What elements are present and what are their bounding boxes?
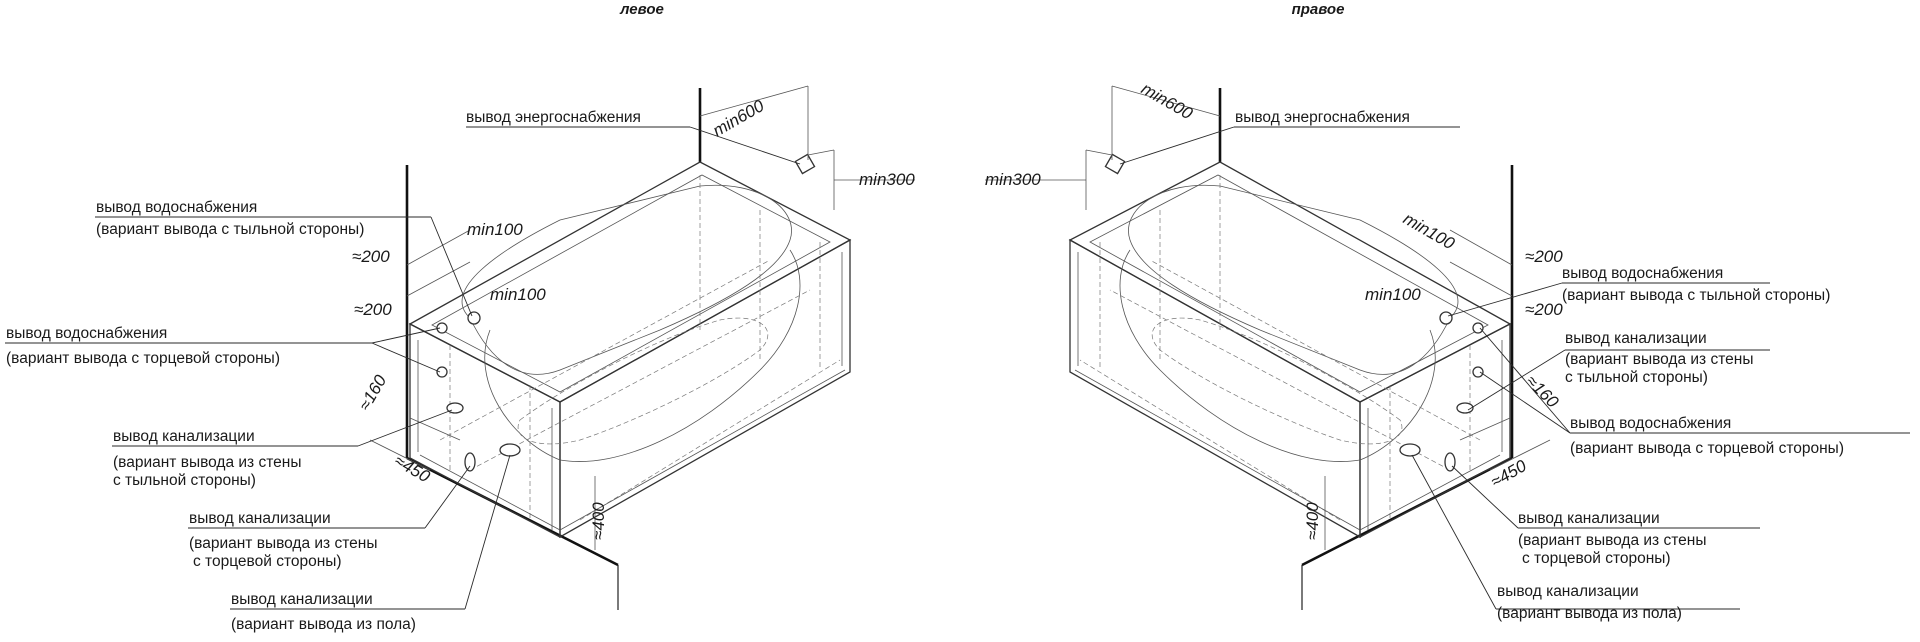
right-sewer-floor-icon: [1399, 443, 1421, 457]
right-water-back-icon: [1439, 311, 1453, 325]
right-energy-outlet-icon: [1104, 153, 1126, 175]
left-dim-200-a: ≈200: [352, 247, 390, 266]
left-label-water-end-2: (вариант вывода с торцевой стороны): [6, 350, 280, 367]
left-label-water-back-1: вывод водоснабжения: [96, 199, 257, 216]
left-label-energy: вывод энергоснабжения: [466, 109, 641, 126]
right-label-sewer-back-2: (вариант вывода из стены: [1565, 351, 1753, 368]
left-sewer-floor-icon: [499, 443, 521, 457]
right-label-sewer-floor-1: вывод канализации: [1497, 583, 1639, 600]
right-dim-min300: min300: [985, 170, 1041, 189]
left-label-sewer-end-1: вывод канализации: [189, 510, 331, 527]
right-label-water-end-2: (вариант вывода с торцевой стороны): [1570, 440, 1844, 457]
right-view: правое: [985, 1, 1910, 622]
left-label-sewer-back-1: вывод канализации: [113, 428, 255, 445]
right-view-title: правое: [1292, 1, 1345, 18]
left-label-sewer-floor-2: (вариант вывода из пола): [231, 616, 416, 633]
left-ports: [436, 153, 816, 472]
right-dim-min100-b: min100: [1365, 285, 1421, 304]
left-sewer-back-icon: [446, 402, 464, 414]
left-water-end-icon-1: [436, 322, 448, 334]
right-dim-min600: min600: [1138, 79, 1196, 124]
right-label-sewer-floor-2: (вариант вывода из пола): [1497, 605, 1682, 622]
left-label-sewer-back-2: (вариант вывода из стены: [113, 454, 301, 471]
left-dimension-lines: [369, 85, 915, 550]
left-dim-450: ≈450: [391, 451, 434, 487]
right-label-water-back-2: (вариант вывода с тыльной стороны): [1562, 287, 1830, 304]
right-label-energy: вывод энергоснабжения: [1235, 109, 1410, 126]
left-view: левое: [5, 1, 915, 633]
left-dim-200-b: ≈200: [354, 300, 392, 319]
left-dim-min100-a: min100: [467, 220, 523, 239]
right-water-end-icon-2: [1472, 366, 1484, 378]
left-label-sewer-end-2: (вариант вывода из стены: [189, 535, 377, 552]
right-label-water-back-1: вывод водоснабжения: [1562, 265, 1723, 282]
right-leaders: [1119, 126, 1910, 610]
left-bathtub: [408, 161, 852, 539]
right-dimension-lines: [985, 85, 1551, 550]
left-sewer-end-icon: [464, 452, 476, 472]
right-label-sewer-end-2: (вариант вывода из стены: [1518, 532, 1706, 549]
left-water-back-icon: [467, 311, 481, 325]
right-dim-400: ≈400: [1303, 502, 1322, 540]
right-label-water-end-1: вывод водоснабжения: [1570, 415, 1731, 432]
right-label-sewer-back-3: с тыльной стороны): [1565, 369, 1708, 386]
right-bathtub: [1068, 161, 1512, 539]
right-label-sewer-end-3: с торцевой стороны): [1522, 550, 1671, 567]
left-water-end-icon-2: [436, 366, 448, 378]
right-label-sewer-back-1: вывод канализации: [1565, 330, 1707, 347]
right-dim-200-a: ≈200: [1525, 247, 1563, 266]
right-water-end-icon-1: [1472, 322, 1484, 334]
left-dim-min300: min300: [859, 170, 915, 189]
left-dim-400: ≈400: [589, 502, 608, 540]
left-dim-160: ≈160: [355, 371, 391, 414]
left-label-sewer-floor-1: вывод канализации: [231, 591, 373, 608]
right-ports: [1104, 153, 1484, 472]
right-dim-200-b: ≈200: [1525, 300, 1563, 319]
left-label-sewer-end-3: с торцевой стороны): [193, 553, 342, 570]
left-view-title: левое: [619, 1, 664, 18]
left-label-water-back-2: (вариант вывода с тыльной стороны): [96, 221, 364, 238]
left-label-water-end-1: вывод водоснабжения: [6, 325, 167, 342]
left-dim-min600: min600: [710, 96, 768, 141]
right-dim-160: ≈160: [1522, 371, 1562, 411]
right-sewer-end-icon: [1444, 452, 1456, 472]
left-label-sewer-back-3: с тыльной стороны): [113, 472, 256, 489]
left-dim-min100-b: min100: [490, 285, 546, 304]
right-label-sewer-end-1: вывод канализации: [1518, 510, 1660, 527]
right-dim-450: ≈450: [1488, 456, 1531, 492]
left-energy-outlet-icon: [794, 153, 816, 175]
right-sewer-back-icon: [1456, 402, 1474, 414]
left-leaders: [5, 126, 801, 610]
